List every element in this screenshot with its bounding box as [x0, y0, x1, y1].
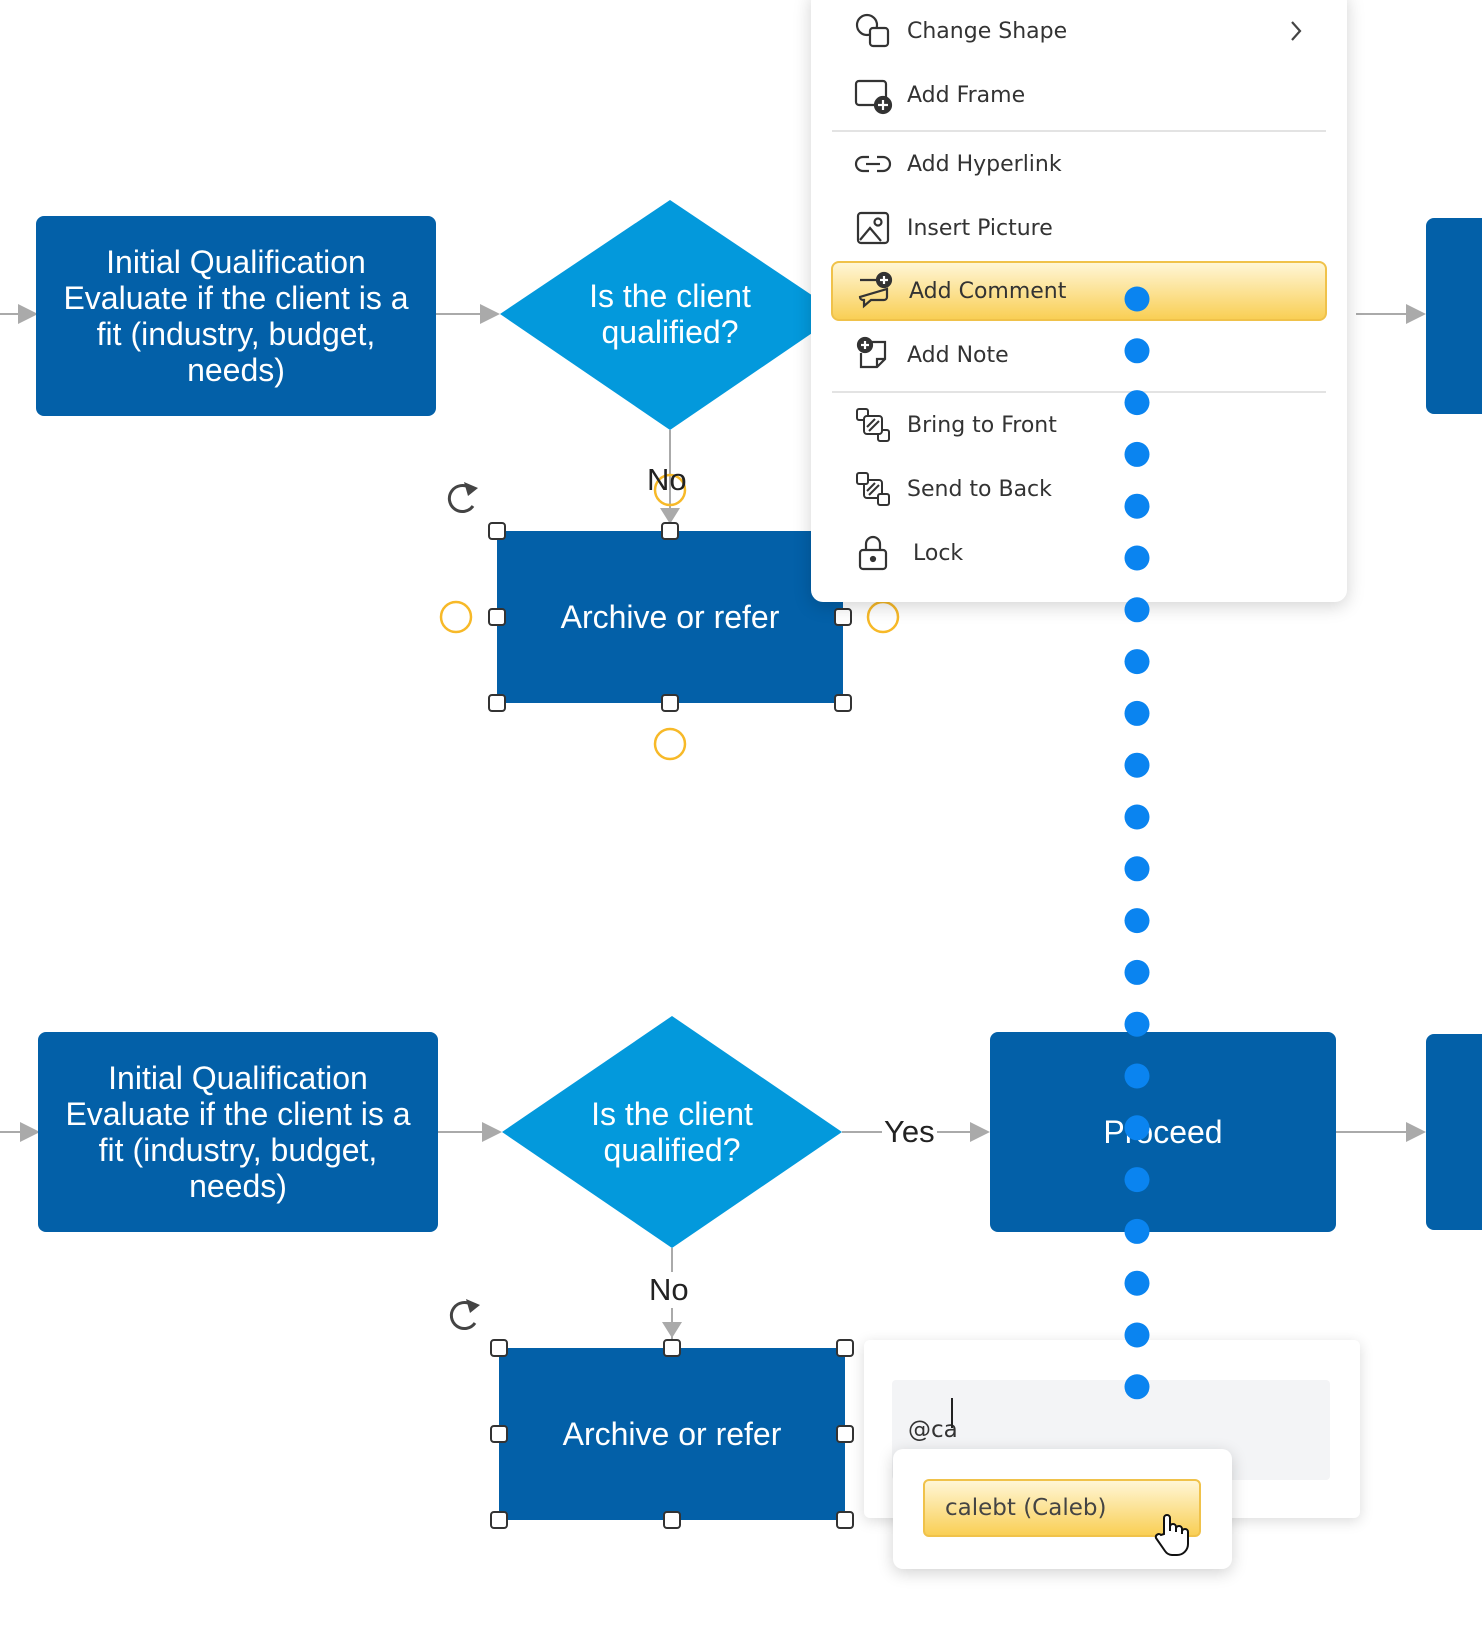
lock-icon	[858, 535, 888, 571]
archive-label: Archive or refer	[560, 599, 780, 635]
rotate-arrow-tip	[466, 1299, 480, 1313]
context-menu: Change Shape Add Frame Add Hyperlink Ins…	[811, 0, 1347, 602]
menu-item-label: Bring to Front	[907, 412, 1057, 438]
process-box[interactable]	[36, 216, 436, 416]
arrowhead-down	[660, 508, 680, 524]
hand-cursor-icon	[1154, 1514, 1189, 1556]
menu-item-label: Add Note	[907, 342, 1009, 368]
menu-item-change-shape[interactable]: Change Shape	[831, 1, 1327, 61]
rotate-arrow-tip	[464, 482, 478, 496]
decision-label: Is the client qualified?	[589, 278, 751, 350]
no-label: No	[647, 1272, 691, 1308]
yes-label: Yes	[882, 1114, 937, 1150]
rotate-icon[interactable]	[449, 1301, 477, 1330]
menu-item-add-frame[interactable]: Add Frame	[831, 65, 1327, 125]
menu-divider	[832, 130, 1326, 132]
process-box[interactable]	[38, 1032, 438, 1232]
archive-box[interactable]	[499, 1348, 845, 1520]
add-frame-icon	[854, 79, 893, 115]
menu-divider	[832, 391, 1326, 393]
chevron-right-icon	[1291, 21, 1302, 41]
menu-item-label: Lock	[913, 540, 964, 566]
bring-to-front-icon	[856, 408, 890, 442]
decision-diamond[interactable]	[502, 1016, 842, 1248]
menu-item-label: Send to Back	[907, 476, 1052, 502]
picture-icon	[856, 211, 890, 245]
connection-points[interactable]	[439, 473, 900, 761]
text-caret	[951, 1398, 953, 1428]
selection-handles[interactable]	[490, 1339, 854, 1529]
menu-item-label: Insert Picture	[907, 215, 1053, 241]
link-icon	[854, 155, 892, 173]
send-to-back-icon	[856, 472, 890, 506]
rotate-icon[interactable]	[447, 484, 475, 513]
change-shape-icon	[855, 13, 890, 48]
menu-item-label: Add Comment	[909, 278, 1067, 304]
decision-diamond[interactable]	[500, 200, 840, 430]
process-box-offscreen[interactable]	[1426, 1034, 1482, 1230]
arrowhead-down	[662, 1322, 682, 1338]
menu-item-lock[interactable]: Lock	[831, 523, 1327, 583]
process-label: Initial Qualification Evaluate if the cl…	[63, 244, 409, 388]
menu-item-label: Add Frame	[907, 82, 1026, 108]
menu-item-add-hyperlink[interactable]: Add Hyperlink	[831, 134, 1327, 194]
archive-label: Archive or refer	[562, 1416, 782, 1452]
menu-item-label: Change Shape	[907, 18, 1068, 44]
process-label: Initial Qualification Evaluate if the cl…	[65, 1060, 411, 1204]
menu-item-label: Add Hyperlink	[907, 151, 1062, 177]
add-comment-icon	[858, 271, 893, 309]
menu-item-add-comment[interactable]: Add Comment	[831, 261, 1327, 321]
menu-item-add-note[interactable]: Add Note	[831, 325, 1327, 385]
menu-item-send-to-back[interactable]: Send to Back	[831, 459, 1327, 519]
menu-item-bring-to-front[interactable]: Bring to Front	[831, 395, 1327, 455]
no-label: No	[647, 462, 687, 497]
archive-box[interactable]	[497, 531, 843, 703]
add-note-icon	[856, 336, 887, 369]
proceed-box[interactable]	[990, 1032, 1336, 1232]
process-box-offscreen[interactable]	[1426, 218, 1482, 414]
proceed-label: Proceed	[1103, 1114, 1223, 1150]
decision-label: Is the client qualified?	[591, 1096, 753, 1168]
mention-option[interactable]: calebt (Caleb)	[923, 1479, 1201, 1537]
menu-item-insert-picture[interactable]: Insert Picture	[831, 198, 1327, 258]
